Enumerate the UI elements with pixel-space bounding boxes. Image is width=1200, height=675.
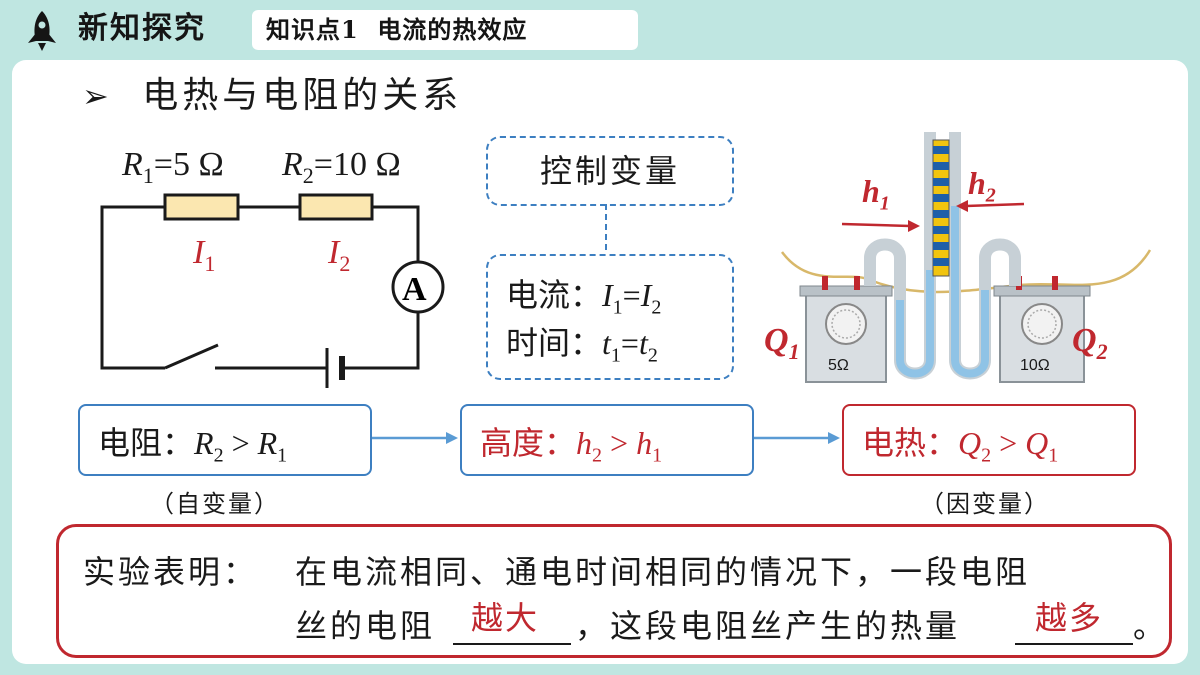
r2-label: R2=10 Ω [282, 146, 401, 188]
h2-label: h2 [968, 165, 996, 207]
control-variable-title: 控制变量 [539, 152, 680, 190]
resistor-r2 [298, 193, 374, 221]
section-title: 新知探究 [78, 11, 206, 46]
control-variable-box: 电流：I1=I2 时间：t1=t2 [486, 254, 734, 380]
resistance-box: 电阻：R2 > R1 [78, 404, 372, 476]
conclusion-line2-middle: ，这段电阻丝产生的热量 [575, 607, 961, 645]
rocket-icon [28, 11, 56, 51]
conclusion-line2-end: 。 [1133, 607, 1169, 645]
conclusion-line2-start: 丝的电阻 [295, 607, 436, 645]
independent-variable-note: （自变量） [150, 490, 280, 518]
right-resistor-label: 10Ω [1020, 357, 1050, 374]
answer-blank-2 [1015, 643, 1133, 645]
resistor-r1 [163, 193, 240, 221]
q2-label: Q2 [1072, 322, 1108, 364]
ammeter-symbol [391, 260, 445, 314]
header-bar: 新知探究 知识点1 电流的热效应 [0, 0, 1200, 58]
connector-line [605, 204, 607, 254]
height-box: 高度：h2 > h1 [460, 404, 754, 476]
apparatus-illustration: 5Ω 10Ω [780, 132, 1152, 383]
arrow-right-icon-2 [754, 432, 840, 444]
topic-tag: 知识点1 电流的热效应 [252, 10, 638, 50]
current-equal-line: 电流：I1=I2 [506, 276, 662, 319]
heat-box: 电热：Q2 > Q1 [842, 404, 1136, 476]
answer-2: 越多 [1035, 599, 1104, 637]
arrow-right-icon [372, 432, 458, 444]
topic-label: 知识点1 电流的热效应 [266, 15, 528, 44]
left-resistor-label: 5Ω [828, 357, 849, 374]
i1-label: I1 [193, 234, 216, 276]
scale-ruler [932, 139, 950, 277]
subtitle-text: 电热与电阻的关系 [142, 75, 463, 116]
circuit-diagram [100, 193, 445, 388]
conclusion-box: 实验表明： 在电流相同、通电时间相同的情况下，一段电阻 丝的电阻 越大 ，这段电… [56, 524, 1172, 658]
arrow-bullet-icon: ➢ [82, 77, 113, 115]
resistance-relation: 电阻：R2 > R1 [98, 424, 288, 467]
time-equal-line: 时间：t1=t2 [506, 324, 658, 367]
h1-label: h1 [862, 173, 890, 215]
answer-blank-1 [453, 643, 571, 645]
slide-subtitle: ➢ 电热与电阻的关系 [82, 66, 462, 118]
dependent-variable-note: （因变量） [920, 490, 1050, 518]
i2-label: I2 [328, 234, 351, 276]
heat-relation: 电热：Q2 > Q1 [862, 424, 1059, 467]
conclusion-line1: 在电流相同、通电时间相同的情况下，一段电阻 [295, 553, 1031, 591]
conclusion-label: 实验表明： [83, 553, 259, 591]
r1-label: R1=5 Ω [122, 146, 224, 188]
answer-1: 越大 [471, 599, 540, 637]
height-relation: 高度：h2 > h1 [480, 424, 663, 467]
ammeter-label: A [402, 271, 427, 308]
control-variable-title-box: 控制变量 [486, 136, 734, 206]
q1-label: Q1 [764, 322, 800, 364]
